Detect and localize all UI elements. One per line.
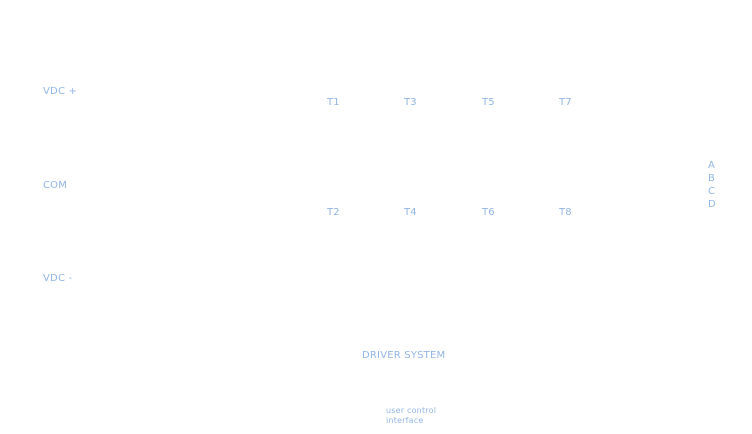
transistor-t5-label: T5: [482, 97, 495, 108]
output-c-label: C: [708, 186, 716, 197]
transistor-t3-label: T3: [404, 97, 417, 108]
output-b-label: B: [708, 173, 716, 184]
vdc-minus-label: VDC -: [43, 273, 73, 284]
transistor-t1-label: T1: [327, 97, 340, 108]
transistor-t4-label: T4: [404, 207, 417, 218]
output-d-label: D: [708, 199, 716, 210]
output-a-label: A: [708, 160, 716, 171]
transistor-t7-label: T7: [559, 97, 572, 108]
transistor-t2-label: T2: [327, 207, 340, 218]
transistor-t6-label: T6: [482, 207, 495, 218]
user-interface-line1: user control: [386, 406, 437, 415]
com-label: COM: [43, 180, 68, 191]
driver-system-label: DRIVER SYSTEM: [362, 350, 446, 361]
user-interface-line2: interface: [386, 416, 424, 425]
vdc-plus-label: VDC +: [43, 86, 78, 97]
transistor-t8-label: T8: [559, 207, 572, 218]
